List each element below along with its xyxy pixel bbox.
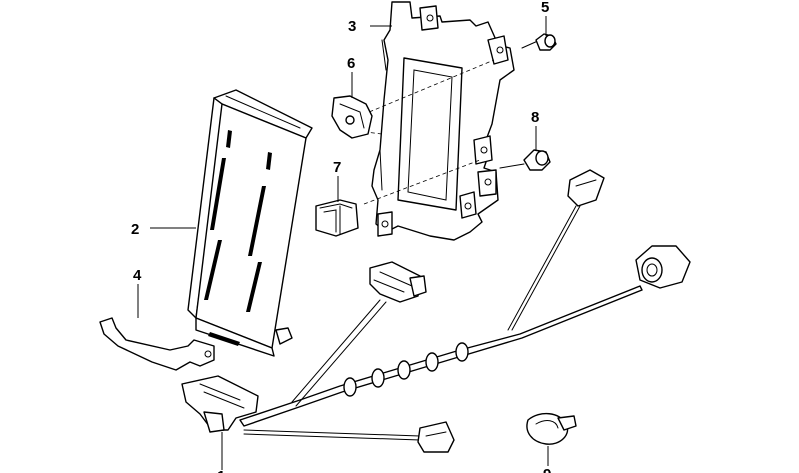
callout-5: 5 xyxy=(541,0,549,16)
cable-holder xyxy=(315,199,359,237)
callout-4: 4 xyxy=(133,267,142,284)
callout-7: 7 xyxy=(333,159,341,176)
callout-6: 6 xyxy=(347,55,355,72)
callout-3: 3 xyxy=(348,18,356,35)
support-bracket xyxy=(99,317,215,371)
control-module xyxy=(187,89,313,357)
mounting-bracket xyxy=(371,1,515,241)
callout-9: 9 xyxy=(543,466,551,473)
wiring-harness xyxy=(181,169,691,453)
callout-2: 2 xyxy=(131,221,139,238)
grommet xyxy=(499,149,551,171)
screw xyxy=(521,33,557,51)
clip xyxy=(331,95,373,139)
cable-clip xyxy=(526,413,577,445)
callout-1: 1 xyxy=(217,468,225,473)
callout-8: 8 xyxy=(531,109,539,126)
